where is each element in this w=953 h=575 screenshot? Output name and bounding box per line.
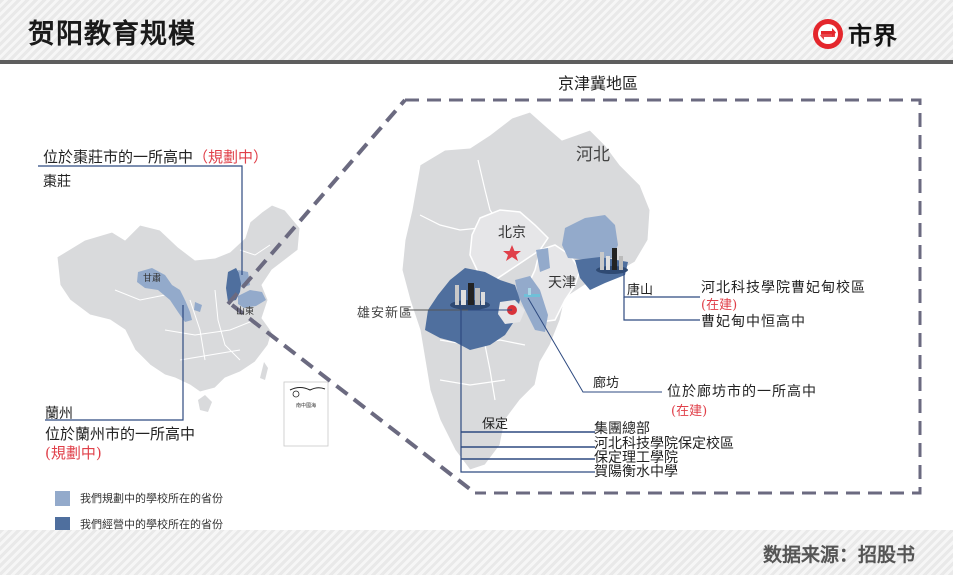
label-beijing: 北京 (498, 225, 526, 241)
legend-swatch-operating (55, 516, 70, 532)
capital-star-icon (503, 245, 521, 261)
legend-item-planned: 我們規劃中的學校所在的省份 (55, 485, 223, 511)
brand-logo: 市界 (812, 16, 898, 51)
tangshan-school-1: 河北科技學院曹妃甸校區 (701, 280, 866, 296)
region-frame (405, 98, 922, 495)
baoding-school-hq: 集團總部 (594, 421, 650, 437)
langfang-school: 位於廊坊市的一所高中 (667, 384, 817, 400)
label-gansu: 甘肅 (143, 274, 162, 284)
label-langfang: 廊坊 (593, 376, 620, 391)
zaozhuang-school-text: 位於棗莊市的一所高中 (43, 148, 194, 166)
zoom-connector-bottom (230, 303, 477, 495)
inset-label: 南中國海 (296, 402, 316, 409)
lanzhou-status: (規劃中) (45, 444, 102, 462)
s-arrows-logo-icon (813, 18, 843, 49)
data-source: 数据来源：招股书 (762, 544, 915, 566)
baoding-buildings-icon (450, 283, 490, 310)
zaozhuang-description: 位於棗莊市的一所高中（規劃中） (43, 146, 268, 167)
region-map (401, 111, 651, 471)
legend-swatch-planned (55, 490, 70, 506)
legend-item-operating: 我們經營中的學校所在的省份 (55, 511, 223, 537)
tangshan-leader-line-2 (623, 297, 700, 321)
label-tianjin: 天津 (548, 275, 576, 291)
south-china-sea-inset: 南中國海 (283, 381, 329, 447)
langfang-leader-line (527, 297, 662, 393)
lanzhou-city-label: 蘭州 (45, 406, 73, 422)
china-map (56, 204, 301, 412)
label-baoding: 保定 (482, 417, 509, 432)
region-title: 京津冀地區 (558, 74, 639, 93)
header-divider (0, 60, 953, 64)
label-hebei: 河北 (576, 145, 610, 165)
tangshan-school-1-status: (在建) (701, 298, 738, 313)
langfang-school-status: (在建) (671, 404, 708, 419)
legend-label-operating: 我們經營中的學校所在的省份 (80, 518, 223, 531)
brand-name: 市界 (848, 22, 898, 50)
tangshan-buildings-icon (596, 248, 628, 274)
label-tangshan: 唐山 (627, 283, 654, 298)
map-legend: 我們規劃中的學校所在的省份 我們經營中的學校所在的省份 (55, 485, 223, 537)
legend-label-planned: 我們規劃中的學校所在的省份 (80, 492, 223, 505)
baoding-school-hebei-tech: 河北科技學院保定校區 (594, 436, 734, 452)
lanzhou-description: 位於蘭州市的一所高中 (45, 425, 196, 443)
zaozhuang-leader-line (38, 165, 243, 275)
baoding-school-polytechnic: 保定理工學院 (594, 450, 678, 466)
zaozhuang-city-label: 棗莊 (43, 174, 71, 190)
page-title: 贺阳教育规模 (28, 19, 196, 50)
zaozhuang-status: （規劃中） (193, 148, 269, 166)
baoding-school-hengshui: 賀陽衡水中學 (594, 464, 678, 480)
label-shandong: 山東 (236, 307, 255, 317)
footer-banner: 数据来源：招股书 (0, 530, 953, 575)
zoom-connector-top (226, 98, 407, 306)
lanzhou-leader-line (45, 305, 184, 421)
langfang-buildings-icon (524, 288, 540, 297)
header-banner: 贺阳教育规模 市界 (0, 0, 953, 60)
tangshan-school-2: 曹妃甸中恒高中 (701, 314, 806, 330)
baoding-leader-trunk (460, 305, 595, 473)
label-xiongan: 雄安新區 (357, 306, 414, 321)
